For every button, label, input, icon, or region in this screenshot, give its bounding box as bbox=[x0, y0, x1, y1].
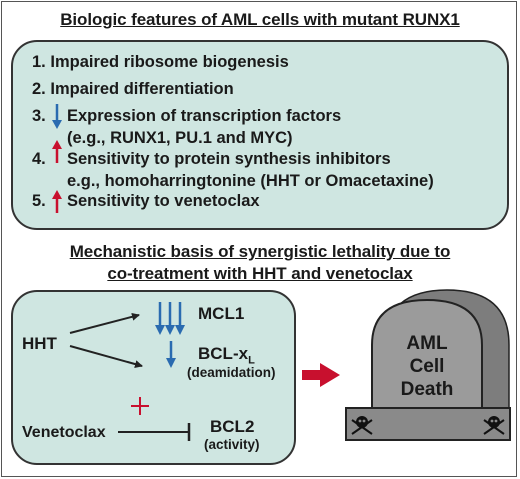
feature-subtext: e.g., homoharringtonine (HHT or Omacetax… bbox=[67, 172, 434, 190]
hht-label: HHT bbox=[22, 334, 57, 353]
up-arrow-icon bbox=[52, 140, 62, 163]
feature-item-5-text: Sensitivity to venetoclax bbox=[67, 192, 260, 211]
bclxl-label: BCL-xL bbox=[198, 344, 255, 366]
bclxl-subscript: L bbox=[248, 354, 255, 367]
venetoclax-label: Venetoclax bbox=[22, 424, 106, 441]
feature-item-4: 4. bbox=[32, 150, 46, 169]
up-arrow-icon bbox=[52, 190, 62, 213]
tombstone-line3: Death bbox=[400, 379, 454, 400]
big-red-arrow-icon bbox=[302, 363, 340, 387]
down-arrow-icon bbox=[52, 104, 62, 129]
bclxl-down-arrow-icon bbox=[166, 341, 176, 368]
features-panel bbox=[11, 40, 509, 230]
feature-item-3-text: Expression of transcription factors (e.g… bbox=[67, 107, 341, 148]
bclxl-note: (deamidation) bbox=[187, 365, 276, 380]
bclxl-main: BCL-x bbox=[198, 344, 249, 363]
feature-item-5: 5. bbox=[32, 192, 46, 211]
top-heading: Biologic features of AML cells with muta… bbox=[60, 10, 460, 29]
skull-crossbones-icon bbox=[351, 416, 373, 435]
feature-number: 1. bbox=[32, 53, 46, 71]
hht-to-mcl1-arrow bbox=[69, 312, 140, 334]
plus-icon bbox=[131, 397, 149, 415]
tombstone-text: AML Cell Death bbox=[387, 332, 467, 401]
feature-text: Impaired ribosome biogenesis bbox=[50, 53, 289, 71]
skull-crossbones-icon bbox=[483, 416, 505, 435]
mechanism-heading-line1: Mechanistic basis of synergistic lethali… bbox=[69, 242, 451, 261]
feature-text: Sensitivity to venetoclax bbox=[67, 192, 260, 210]
tombstone-icon bbox=[345, 289, 511, 441]
feature-item-1: 1. Impaired ribosome biogenesis bbox=[32, 53, 289, 72]
mcl1-down-arrows-icon bbox=[155, 302, 185, 335]
bcl2-note: (activity) bbox=[204, 437, 260, 452]
feature-number: 4. bbox=[32, 150, 46, 168]
feature-text: Expression of transcription factors bbox=[67, 107, 342, 125]
mcl1-label: MCL1 bbox=[198, 304, 245, 323]
feature-item-2: 2. Impaired differentiation bbox=[32, 80, 234, 99]
tombstone-line1: AML bbox=[406, 333, 448, 354]
feature-item-4-text: Sensitivity to protein synthesis inhibit… bbox=[67, 150, 434, 191]
feature-text: Sensitivity to protein synthesis inhibit… bbox=[67, 150, 391, 168]
mechanism-heading-line2: co-treatment with HHT and venetoclax bbox=[107, 264, 413, 283]
bcl2-label: BCL2 bbox=[210, 417, 255, 436]
tombstone-line2: Cell bbox=[409, 356, 445, 377]
feature-subtext: (e.g., RUNX1, PU.1 and MYC) bbox=[67, 129, 293, 147]
inhibition-line bbox=[118, 423, 191, 441]
feature-number: 3. bbox=[32, 107, 46, 125]
mechanism-panel bbox=[11, 290, 296, 465]
hht-to-bclxl-arrow bbox=[69, 345, 143, 368]
feature-text: Impaired differentiation bbox=[50, 80, 234, 98]
feature-number: 5. bbox=[32, 192, 46, 210]
feature-item-3: 3. bbox=[32, 107, 46, 126]
feature-number: 2. bbox=[32, 80, 46, 98]
